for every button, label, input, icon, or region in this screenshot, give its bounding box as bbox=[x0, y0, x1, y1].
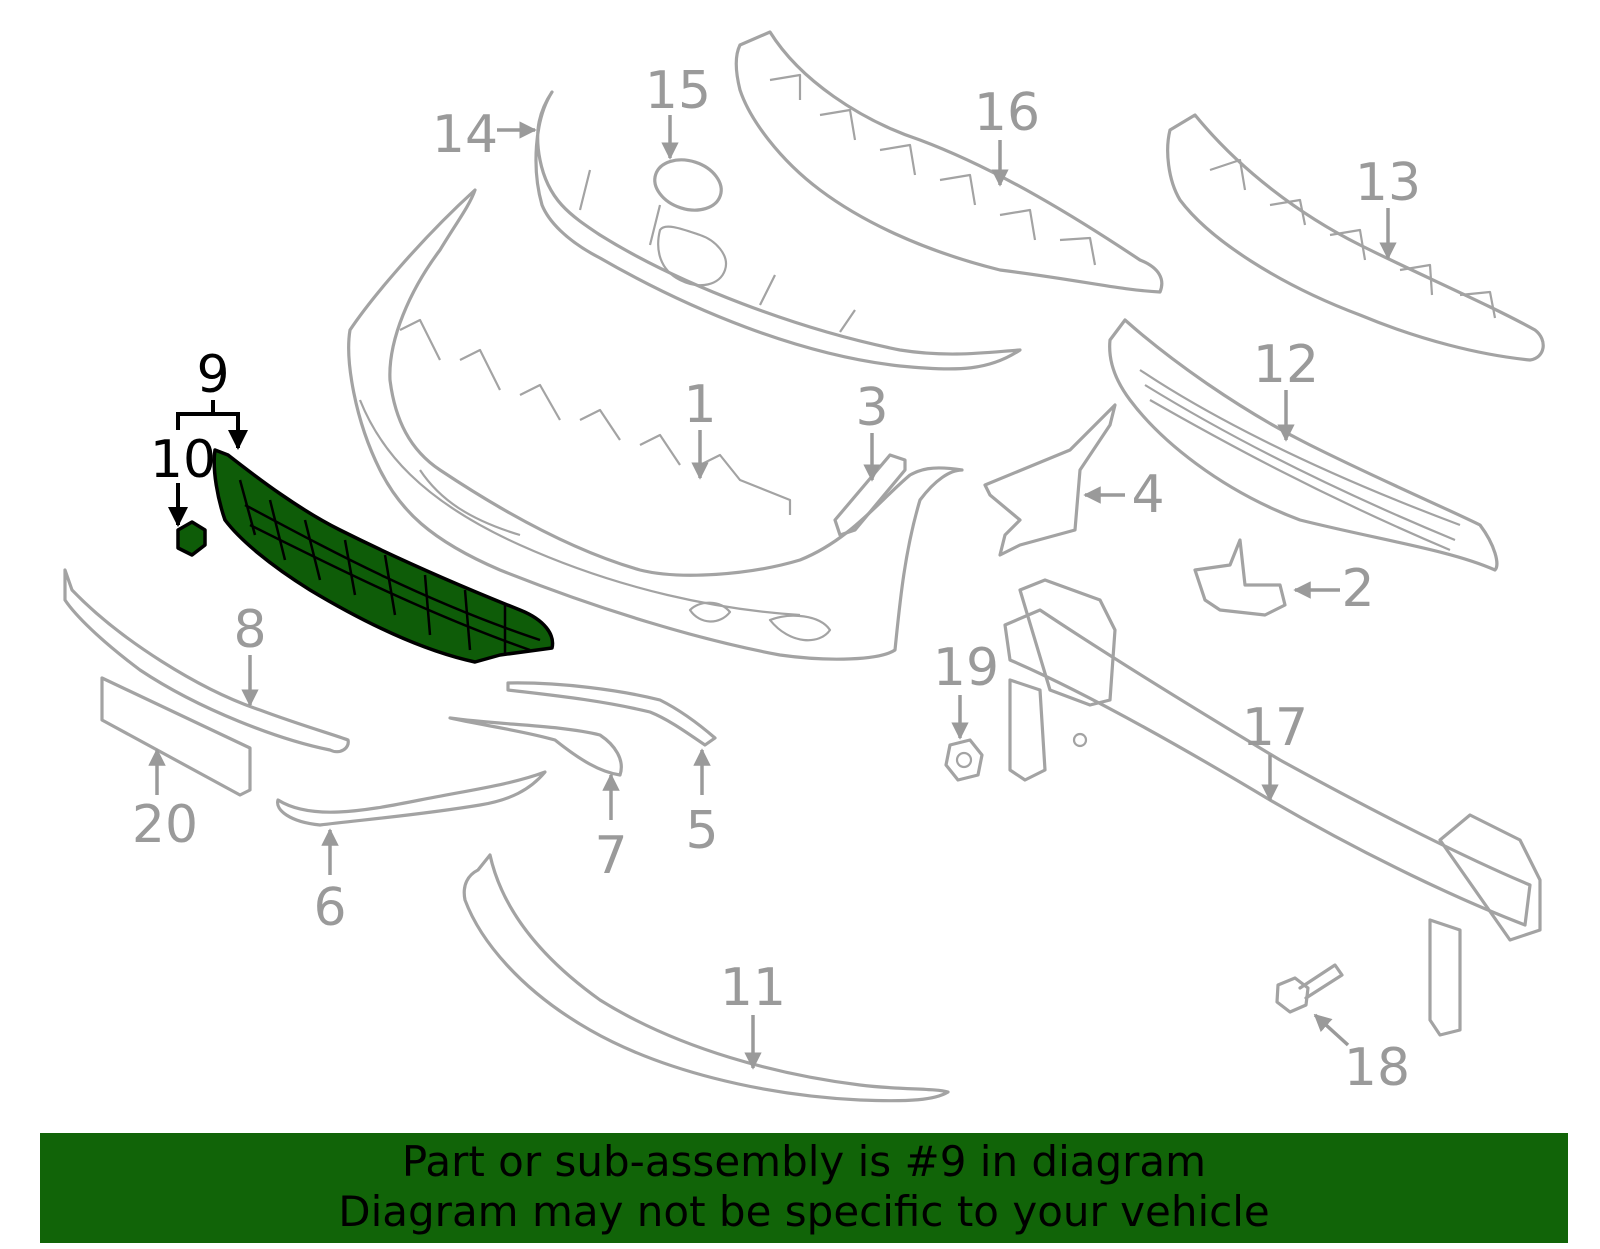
leader-arrows bbox=[148, 115, 1397, 1070]
label-19: 19 bbox=[933, 638, 999, 698]
info-banner: Part or sub-assembly is #9 in diagram Di… bbox=[40, 1133, 1568, 1243]
label-9: 9 bbox=[196, 345, 229, 405]
part-20-plate-bracket bbox=[100, 676, 252, 797]
label-18: 18 bbox=[1344, 1038, 1410, 1098]
label-6: 6 bbox=[313, 878, 346, 938]
part-18-bolt bbox=[1275, 963, 1344, 1014]
part-8-trim-strip bbox=[63, 568, 350, 754]
part-13-absorber bbox=[1166, 113, 1545, 362]
label-15: 15 bbox=[645, 61, 711, 121]
banner-line-2: Diagram may not be specific to your vehi… bbox=[338, 1187, 1270, 1236]
part-14-upper-trim bbox=[534, 90, 1022, 371]
part-17-reinforcement-beam bbox=[1003, 578, 1542, 1037]
label-4: 4 bbox=[1131, 465, 1164, 525]
label-13: 13 bbox=[1355, 153, 1421, 213]
part-labels: 1 2 3 4 5 6 7 8 9 10 11 12 13 14 15 16 1… bbox=[132, 61, 1421, 1098]
part-16-upper-absorber bbox=[734, 30, 1164, 294]
label-3: 3 bbox=[855, 378, 888, 438]
label-16: 16 bbox=[974, 83, 1040, 143]
label-1: 1 bbox=[683, 375, 716, 435]
label-5: 5 bbox=[685, 801, 718, 861]
part-10-clip-highlighted[interactable] bbox=[176, 520, 207, 557]
part-9-lower-grille-highlighted[interactable] bbox=[212, 448, 555, 664]
label-8: 8 bbox=[233, 600, 266, 660]
part-5-side-trim bbox=[506, 681, 717, 747]
label-7: 7 bbox=[594, 826, 627, 886]
callout-9-bracket bbox=[168, 400, 248, 527]
part-7-fog-bezel bbox=[448, 716, 623, 777]
parts-diagram: 1 2 3 4 5 6 7 8 9 10 11 12 13 14 15 16 1… bbox=[63, 30, 1545, 1103]
label-14: 14 bbox=[432, 105, 498, 165]
part-2-bracket bbox=[1193, 538, 1287, 617]
label-20: 20 bbox=[132, 795, 198, 855]
label-12: 12 bbox=[1253, 335, 1319, 395]
part-3-bracket bbox=[833, 453, 907, 537]
label-2: 2 bbox=[1341, 559, 1374, 619]
part-1-bumper-cover bbox=[347, 188, 964, 661]
part-6-chrome-strip bbox=[276, 770, 547, 827]
part-11-lower-spoiler bbox=[462, 853, 950, 1103]
part-15-emblem bbox=[653, 158, 723, 212]
banner-line-1: Part or sub-assembly is #9 in diagram bbox=[401, 1137, 1207, 1186]
part-4-support bbox=[983, 403, 1117, 557]
part-19-nut bbox=[944, 738, 984, 782]
label-11: 11 bbox=[720, 958, 786, 1018]
label-10: 10 bbox=[150, 430, 216, 490]
label-17: 17 bbox=[1242, 698, 1308, 758]
